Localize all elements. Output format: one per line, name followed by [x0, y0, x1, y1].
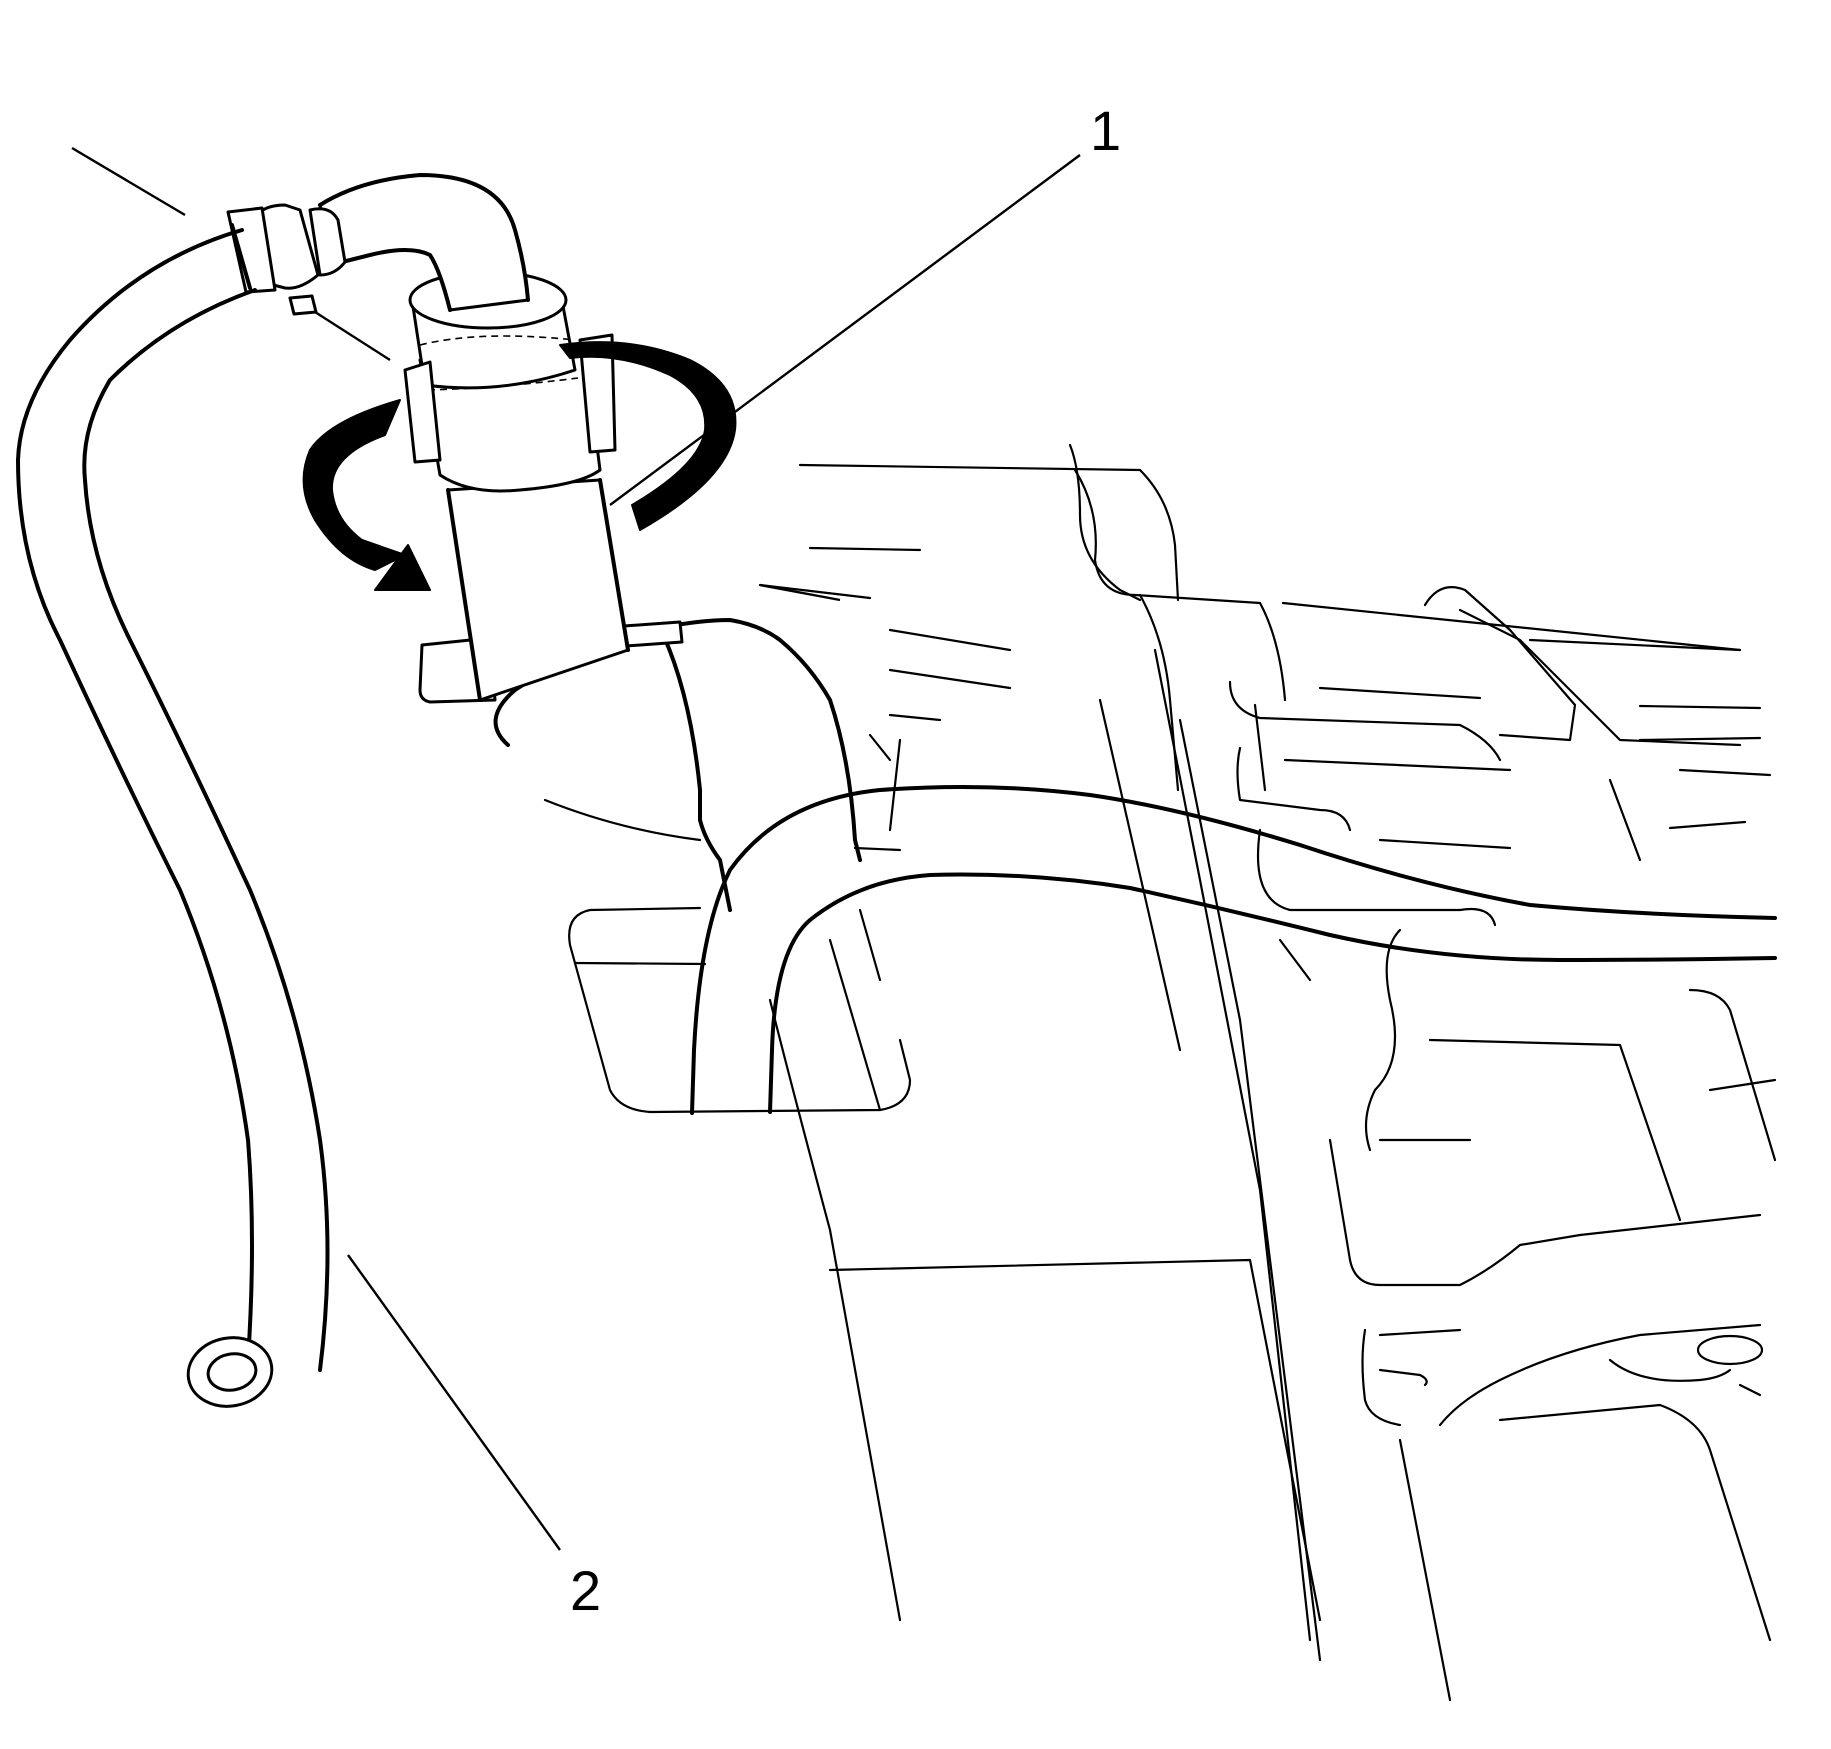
hose-clamp [226, 203, 347, 316]
callout-1: 1 [1090, 99, 1121, 162]
coupling-sleeve [403, 270, 617, 493]
rotation-arrow-icon [302, 341, 737, 591]
vent-hose [16, 223, 330, 1408]
vent-tube [446, 478, 630, 702]
leader-line-extra-upper [71, 146, 186, 217]
callout-2: 2 [570, 1559, 601, 1622]
leader-line-2 [347, 1254, 561, 1551]
frame-structure [758, 443, 1777, 1702]
leader-line-extra-right [759, 583, 841, 602]
filler-neck-housing [493, 618, 1012, 912]
leader-line-extra-mid [314, 310, 391, 362]
elbow-hose [318, 173, 530, 312]
cross-pipe [690, 784, 1777, 1115]
leader-line-1 [609, 154, 1081, 506]
lower-bracket [568, 906, 912, 1114]
leader-lines [71, 146, 1081, 1551]
